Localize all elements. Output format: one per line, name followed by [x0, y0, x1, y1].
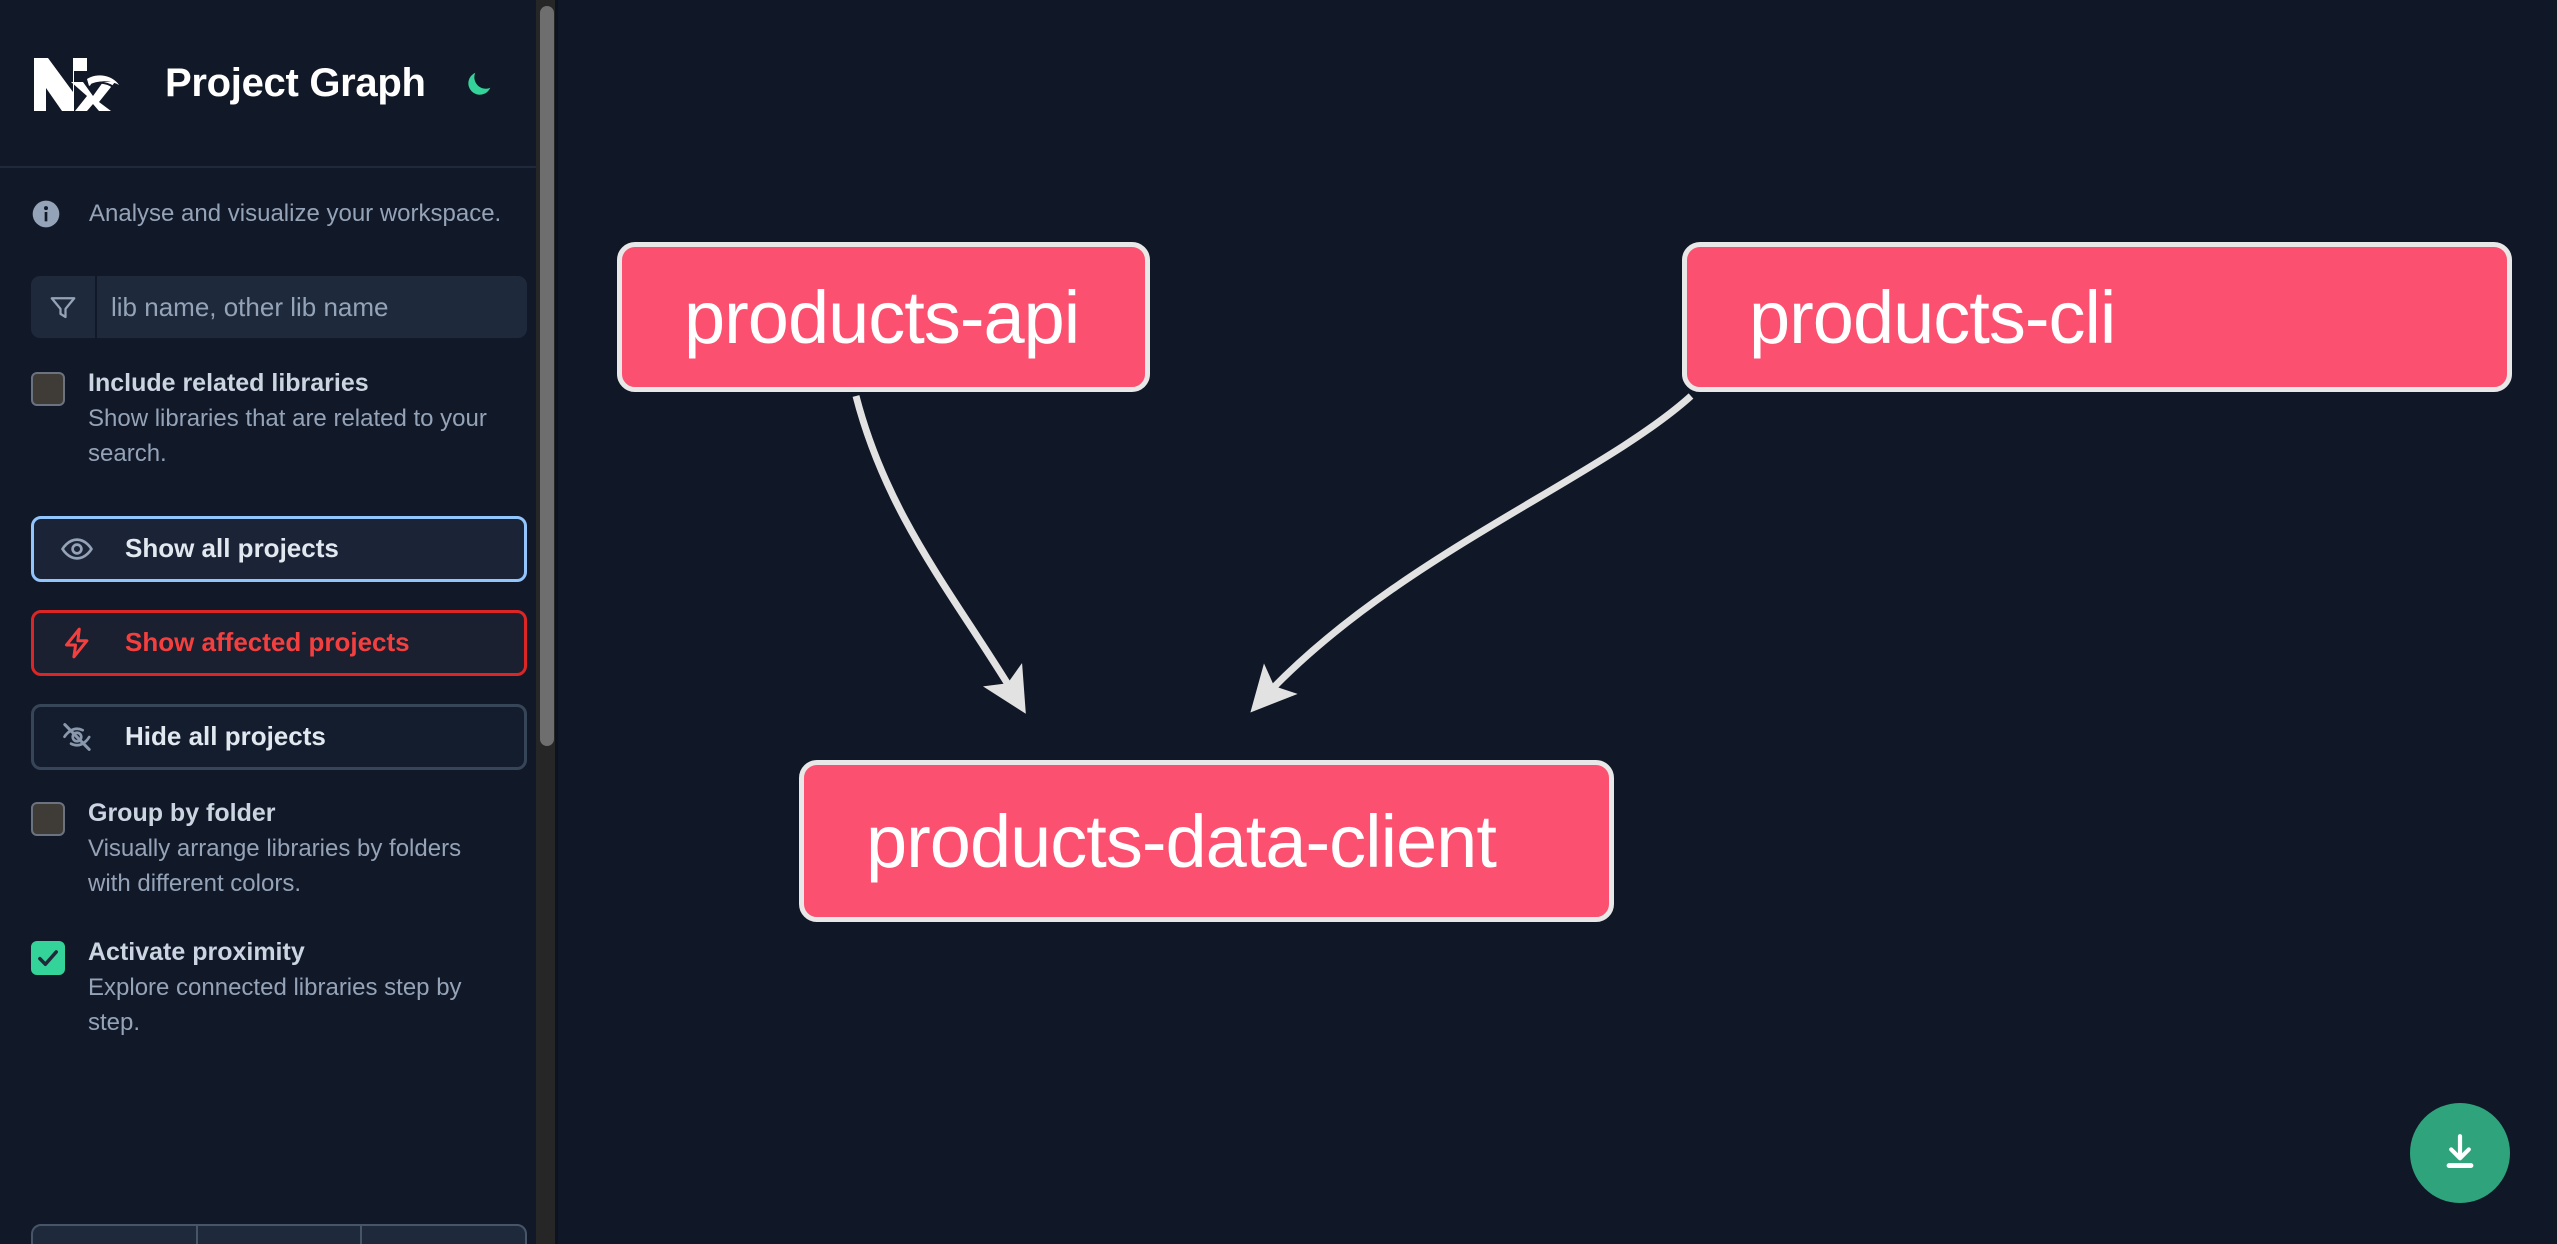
sidebar-scrollbar-thumb[interactable]	[540, 6, 554, 746]
graph-canvas[interactable]: products-api products-cli products-data-…	[558, 0, 2557, 1244]
sidebar-scrollbar[interactable]	[536, 0, 558, 1244]
show-all-projects-label: Show all projects	[125, 533, 339, 564]
option-text-group: Activate proximity Explore connected lib…	[88, 937, 508, 1041]
search-box[interactable]	[31, 276, 527, 338]
checkbox-checked-icon	[31, 940, 65, 975]
option-text-group: Include related libraries Show libraries…	[88, 368, 508, 472]
option-description: Show libraries that are related to your …	[88, 405, 487, 468]
option-title: Include related libraries	[88, 369, 369, 397]
sidebar-header: Project Graph	[0, 0, 558, 168]
sidebar-edge	[555, 0, 558, 1244]
search-container	[0, 276, 558, 338]
option-group-by-folder[interactable]: Group by folder Visually arrange librari…	[0, 798, 558, 902]
edge-products-api-to-products-data-client[interactable]	[852, 395, 1026, 714]
checkbox-unchecked-icon	[31, 372, 65, 406]
option-title: Activate proximity	[88, 937, 305, 966]
include-related-libraries-checkbox[interactable]	[31, 372, 65, 406]
hide-all-projects-button[interactable]: Hide all projects	[31, 703, 527, 770]
segmented-control[interactable]	[31, 1224, 527, 1244]
download-graph-button[interactable]	[2410, 1103, 2510, 1203]
info-icon	[30, 198, 62, 230]
segment-option-1[interactable]	[33, 1226, 198, 1244]
graph-node-label: products-cli	[1749, 275, 2116, 359]
option-include-related-libraries[interactable]: Include related libraries Show libraries…	[0, 368, 558, 472]
segment-option-2[interactable]	[198, 1226, 363, 1244]
option-activate-proximity[interactable]: Activate proximity Explore connected lib…	[0, 937, 558, 1041]
option-title: Group by folder	[88, 798, 276, 827]
show-affected-projects-button[interactable]: Show affected projects	[31, 609, 527, 676]
page-title: Project Graph	[165, 60, 426, 105]
eye-off-icon	[60, 720, 100, 754]
sidebar-tagline-text: Analyse and visualize your workspace.	[89, 200, 502, 227]
sidebar-action-buttons: Show all projects Show affected projects	[0, 515, 558, 770]
nx-logo	[31, 52, 121, 114]
graph-node-products-cli[interactable]: products-cli	[1682, 242, 2512, 392]
filter-icon[interactable]	[31, 276, 97, 338]
sidebar-content: Project Graph Analyse and visualize yo	[0, 0, 558, 1244]
option-description: Visually arrange libraries by folders wi…	[88, 835, 462, 897]
graph-node-products-api[interactable]: products-api	[617, 242, 1150, 392]
graph-node-label: products-api	[684, 275, 1080, 359]
lightning-icon	[60, 626, 100, 660]
show-affected-projects-label: Show affected projects	[125, 627, 410, 658]
segment-option-3[interactable]	[362, 1226, 525, 1244]
sidebar: Project Graph Analyse and visualize yo	[0, 0, 558, 1244]
group-by-folder-checkbox[interactable]	[31, 801, 65, 836]
option-text-group: Group by folder Visually arrange librari…	[88, 798, 508, 902]
activate-proximity-checkbox[interactable]	[31, 940, 65, 975]
hide-all-projects-label: Hide all projects	[125, 721, 326, 752]
option-description: Explore connected libraries step by step…	[88, 973, 462, 1036]
graph-node-products-data-client[interactable]: products-data-client	[799, 760, 1614, 922]
download-icon	[2438, 1130, 2482, 1177]
moon-icon[interactable]	[459, 63, 499, 103]
edge-products-cli-to-products-data-client[interactable]	[1250, 393, 1694, 713]
eye-icon	[60, 532, 100, 566]
search-input[interactable]	[97, 276, 527, 338]
graph-edges	[852, 393, 1694, 714]
graph-node-label: products-data-client	[866, 799, 1497, 883]
show-all-projects-button[interactable]: Show all projects	[31, 515, 527, 582]
checkbox-unchecked-icon	[31, 801, 65, 836]
sidebar-tagline: Analyse and visualize your workspace.	[0, 168, 558, 260]
